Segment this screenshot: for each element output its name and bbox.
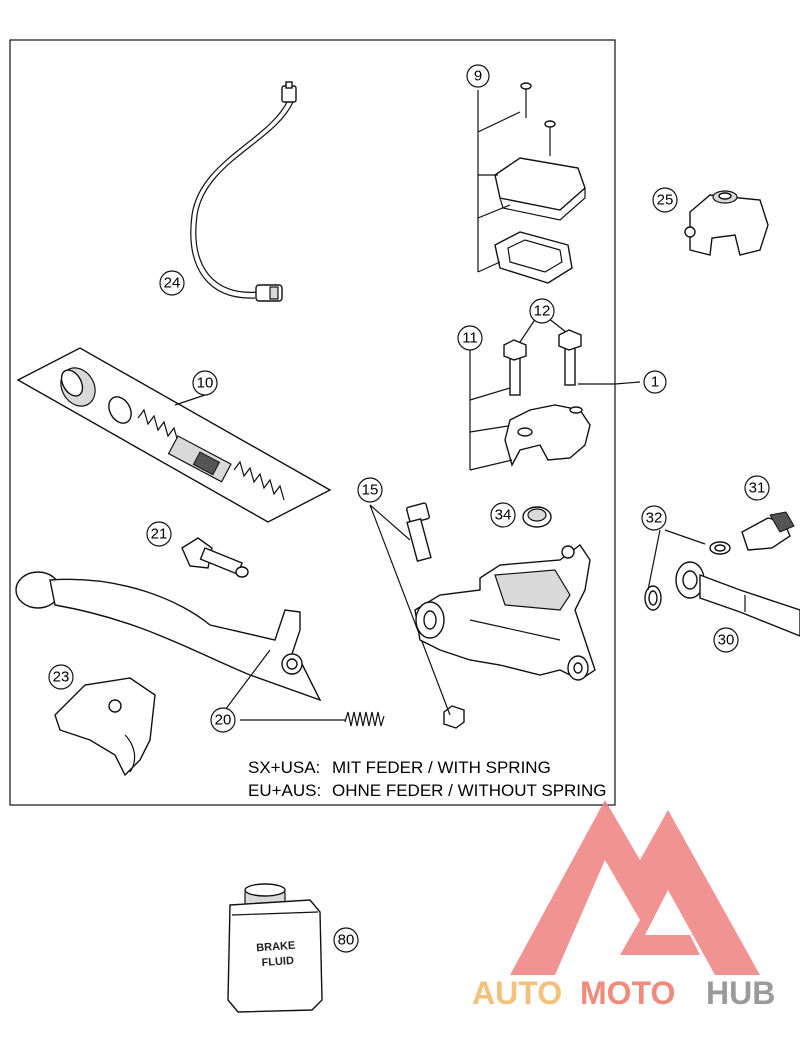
callout-32: 32 xyxy=(641,505,667,531)
callout-30: 30 xyxy=(713,627,739,653)
part-21-adjuster xyxy=(181,537,249,578)
callout-21: 21 xyxy=(146,521,172,547)
watermark-part-3: HUB xyxy=(706,975,775,1011)
part-30-32-brake-line xyxy=(644,511,800,637)
callout-25-label: 25 xyxy=(657,192,674,209)
part-23-lever-cover xyxy=(54,677,156,777)
part-9-reservoir-cover xyxy=(477,82,586,284)
bottle-label-line1: BRAKE xyxy=(256,940,296,955)
callout-9: 9 xyxy=(466,64,490,88)
callout-20-label: 20 xyxy=(215,712,232,729)
callout-9-label: 9 xyxy=(474,68,482,85)
spring-notes: SX+USA: MIT FEDER / WITH SPRING EU+AUS: … xyxy=(248,758,607,800)
callout-11: 11 xyxy=(457,325,483,351)
callout-24-label: 24 xyxy=(164,275,181,292)
callout-15: 15 xyxy=(357,477,383,503)
part-80-brake-fluid-bottle: BRAKE FLUID xyxy=(227,883,323,1013)
part-10-piston-kit xyxy=(16,347,332,523)
watermark-logo-shape xyxy=(510,800,760,975)
callout-12: 12 xyxy=(529,298,555,324)
callout-20: 20 xyxy=(210,707,236,733)
callout-31-label: 31 xyxy=(749,480,766,497)
note-1-prefix: SX+USA: xyxy=(248,758,320,777)
part-25-clamp xyxy=(684,190,769,256)
part-11-12-clamp-screws xyxy=(469,317,641,471)
callout-11-label: 11 xyxy=(462,330,478,347)
callout-24: 24 xyxy=(159,270,185,296)
callout-80-label: 80 xyxy=(338,932,355,949)
part-20-spring xyxy=(224,649,385,727)
callout-23-label: 23 xyxy=(53,669,70,686)
watermark-text: AUTO MOTO HUB xyxy=(472,975,775,1011)
callout-1-label: 1 xyxy=(651,374,659,391)
callout-21-label: 21 xyxy=(151,526,168,543)
callout-31: 31 xyxy=(744,475,770,501)
callout-25: 25 xyxy=(652,187,678,213)
callout-34: 34 xyxy=(490,502,516,528)
callout-1: 1 xyxy=(643,370,667,394)
part-15-bolt xyxy=(369,502,465,729)
callout-10: 10 xyxy=(192,370,218,396)
watermark-part-2: MOTO xyxy=(580,975,675,1011)
callout-10-label: 10 xyxy=(197,375,214,392)
assembly-frame xyxy=(9,39,616,806)
note-1-text: MIT FEDER / WITH SPRING xyxy=(332,758,551,777)
bottle-label-line2: FLUID xyxy=(261,955,294,969)
callout-80: 80 xyxy=(333,927,359,953)
callout-32-label: 32 xyxy=(646,510,663,527)
callout-23: 23 xyxy=(48,664,74,690)
watermark-part-1: AUTO xyxy=(472,975,562,1011)
brake-lever xyxy=(15,571,322,702)
note-2-prefix: EU+AUS: xyxy=(248,781,321,800)
callout-34-label: 34 xyxy=(495,507,512,524)
part-24-cable xyxy=(190,81,297,302)
callout-15-label: 15 xyxy=(362,482,379,499)
callout-30-label: 30 xyxy=(718,632,735,649)
note-2-text: OHNE FEDER / WITHOUT SPRING xyxy=(332,781,607,800)
callout-12-label: 12 xyxy=(534,303,551,320)
watermark-logo xyxy=(510,800,760,975)
master-cylinder-body xyxy=(414,543,596,681)
part-34-plug xyxy=(522,506,552,528)
